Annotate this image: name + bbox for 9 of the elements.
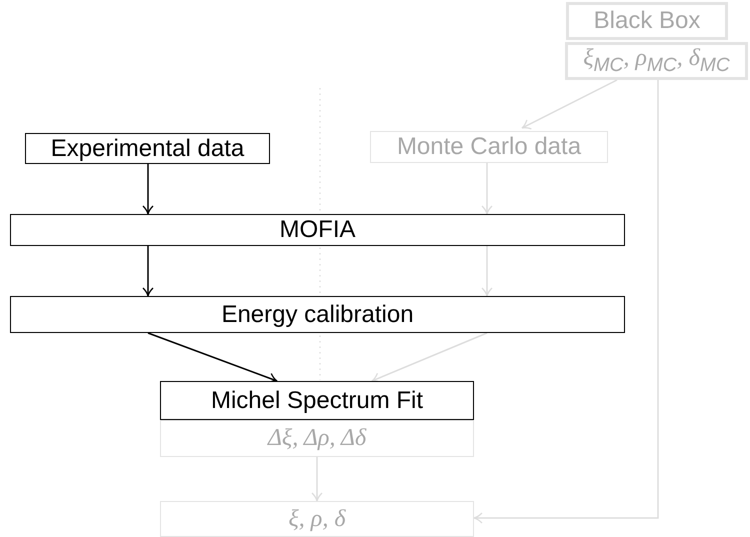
process-box: Monte Carlo data (370, 131, 608, 163)
result-box: Δξ, Δρ, Δδ (160, 420, 474, 457)
process-box: Energy calibration (10, 296, 625, 333)
process-box: Experimental data (25, 133, 270, 164)
result-box: ξ, ρ, δ (160, 501, 474, 537)
process-box: MOFIA (10, 214, 625, 246)
parameter-box: ξ$_{MC}$, ρ$_{MC}$, δ$_{MC}$ (565, 42, 748, 80)
label-box: Black Box (566, 2, 728, 40)
process-box: Michel Spectrum Fit (160, 381, 474, 420)
